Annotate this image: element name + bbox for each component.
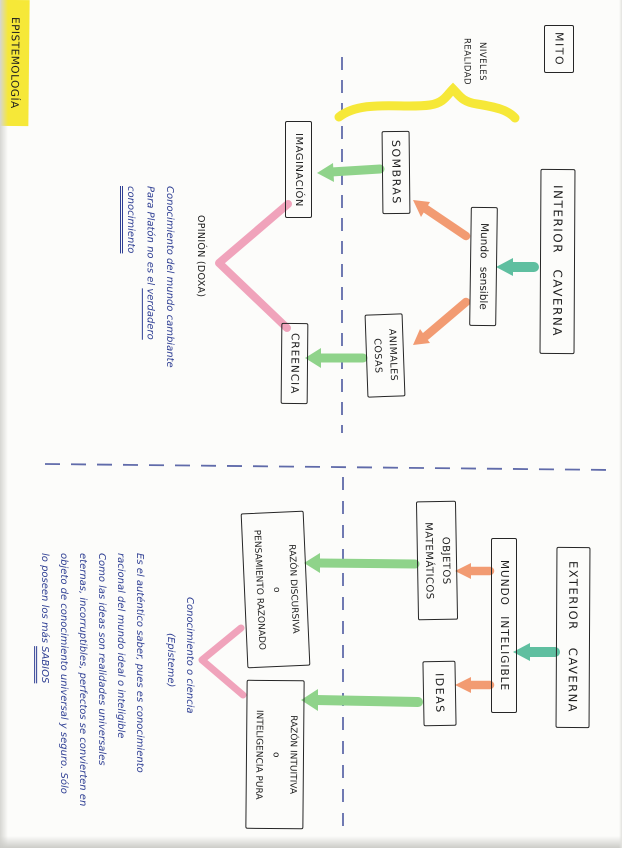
- ciencia-episteme-label: Conocimiento o ciencia (Episteme): [157, 597, 199, 762]
- orange-arrow-sensible-to-sombras: [413, 200, 471, 241]
- imaginacion-label: IMAGINACIÓN: [293, 132, 304, 207]
- niveles-realidad-label: NIVELES REALIDAD: [457, 31, 489, 93]
- mito-box: MITO: [544, 25, 574, 73]
- mundo-inteligible-box: MUNDO INTELIGIBLE: [491, 538, 517, 713]
- myth-annotation-line3: conocimiento: [125, 186, 136, 254]
- orange-arrow-sensible-to-animales: [413, 297, 471, 345]
- razon-intuitiva-box: RAZÓN INTUITIVA o INTELIGENCIA PURA: [245, 679, 305, 830]
- interior-caverna-label: INTERIOR CAVERNA: [550, 185, 565, 338]
- mundo-sensible-box: Mundo sensible: [469, 206, 498, 327]
- razon-intuitiva-line2: o: [270, 751, 281, 758]
- page-edge-left: [0, 0, 8, 848]
- animales-line2: COSAS: [371, 337, 384, 374]
- mito-label: MITO: [552, 31, 566, 67]
- objetos-line1: OBJETOS: [439, 536, 452, 585]
- mundo-sensible-label: Mundo sensible: [476, 223, 491, 310]
- sombras-box: SOMBRAS: [381, 130, 411, 215]
- myth-annotation-line2: Para Platón no es el verdadero: [144, 186, 156, 340]
- imaginacion-box: IMAGINACIÓN: [285, 121, 312, 218]
- animales-line1: ANIMALES: [386, 328, 400, 382]
- page-edge-bottom: [0, 836, 622, 848]
- exterior-caverna-label: EXTERIOR CAVERNA: [565, 561, 581, 714]
- episteme-annotation-line1: Es el auténtico saber, pues es conocimie…: [134, 553, 145, 773]
- creencia-label: CREENCIA: [288, 332, 301, 395]
- niveles-line2: REALIDAD: [461, 38, 472, 86]
- pink-brace-opinion: [215, 200, 292, 332]
- divider-horizontal: [44, 463, 613, 471]
- episteme-annotation-line4: eternas, incorruptibles, perfectos se co…: [77, 553, 88, 807]
- orange-arrow-inteligible-to-ideas: [455, 677, 495, 693]
- orange-arrow-inteligible-to-objetos: [455, 563, 495, 579]
- episteme-annotation-line5: objeto de conocimiento universal y segur…: [58, 553, 69, 794]
- green-arrow-animales-to-creencia: [305, 348, 368, 368]
- green-arrow-ideas-to-razon-intuitiva: [301, 689, 423, 711]
- ideas-label: IDEAS: [432, 673, 447, 714]
- teal-arrow-exterior-to-inteligible: [513, 643, 560, 661]
- myth-annotation-line1: Conocimiento del mundo cambiante: [164, 186, 175, 368]
- page-edge-right: [619, 0, 622, 848]
- opinion-doxa-label: OPINIÓN (DOXA): [195, 215, 206, 298]
- teal-arrow-interior-to-sensible: [496, 258, 539, 276]
- underlined-sabios: SABIOS: [39, 646, 50, 684]
- episteme-annotation-line6: lo poseen los más SABIOS: [39, 553, 50, 684]
- creencia-box: CREENCIA: [280, 322, 309, 405]
- niveles-line1: NIVELES: [477, 42, 487, 82]
- razon-intuitiva-line1: RAZÓN INTUITIVA: [287, 715, 298, 795]
- green-arrow-sombras-to-imaginacion: [317, 163, 385, 182]
- exterior-caverna-box: EXTERIOR CAVERNA: [555, 546, 591, 729]
- ciencia-line2: (Episteme): [165, 633, 176, 688]
- underlined-verdadero: verdadero: [144, 288, 156, 340]
- interior-caverna-box: INTERIOR CAVERNA: [539, 168, 576, 355]
- ciencia-line1: Conocimiento o ciencia: [184, 597, 195, 714]
- myth-annotation: Conocimiento del mundo cambiante Para Pl…: [119, 186, 179, 368]
- ideas-box: IDEAS: [422, 660, 457, 727]
- razon-intuitiva-line3: INTELIGENCIA PURA: [253, 709, 264, 800]
- yellow-brace: [334, 82, 520, 123]
- animales-cosas-box: ANIMALES COSAS: [364, 313, 406, 398]
- epistemologia-label: EPISTEMOLOGÍA: [8, 17, 21, 109]
- objetos-matematicos-box: OBJETOS MATEMÁTICOS: [415, 500, 459, 621]
- sombras-label: SOMBRAS: [389, 139, 403, 206]
- pink-brace-ciencia: [198, 624, 247, 699]
- episteme-annotation-line3: Como las ideas son realidades universale…: [96, 553, 107, 766]
- razon-discursiva-box: RAZÓN DISCURSIVA o PENSAMIENTO RAZONADO: [240, 510, 311, 669]
- episteme-annotation-line2: racional del mundo ideal o inteligible: [115, 553, 126, 739]
- green-arrow-objetos-to-razon-discursiva: [304, 553, 420, 573]
- episteme-annotation: Es el auténtico saber, pues es conocimie…: [27, 553, 149, 845]
- mundo-inteligible-label: MUNDO INTELIGIBLE: [498, 559, 510, 692]
- objetos-line2: MATEMÁTICOS: [422, 521, 435, 600]
